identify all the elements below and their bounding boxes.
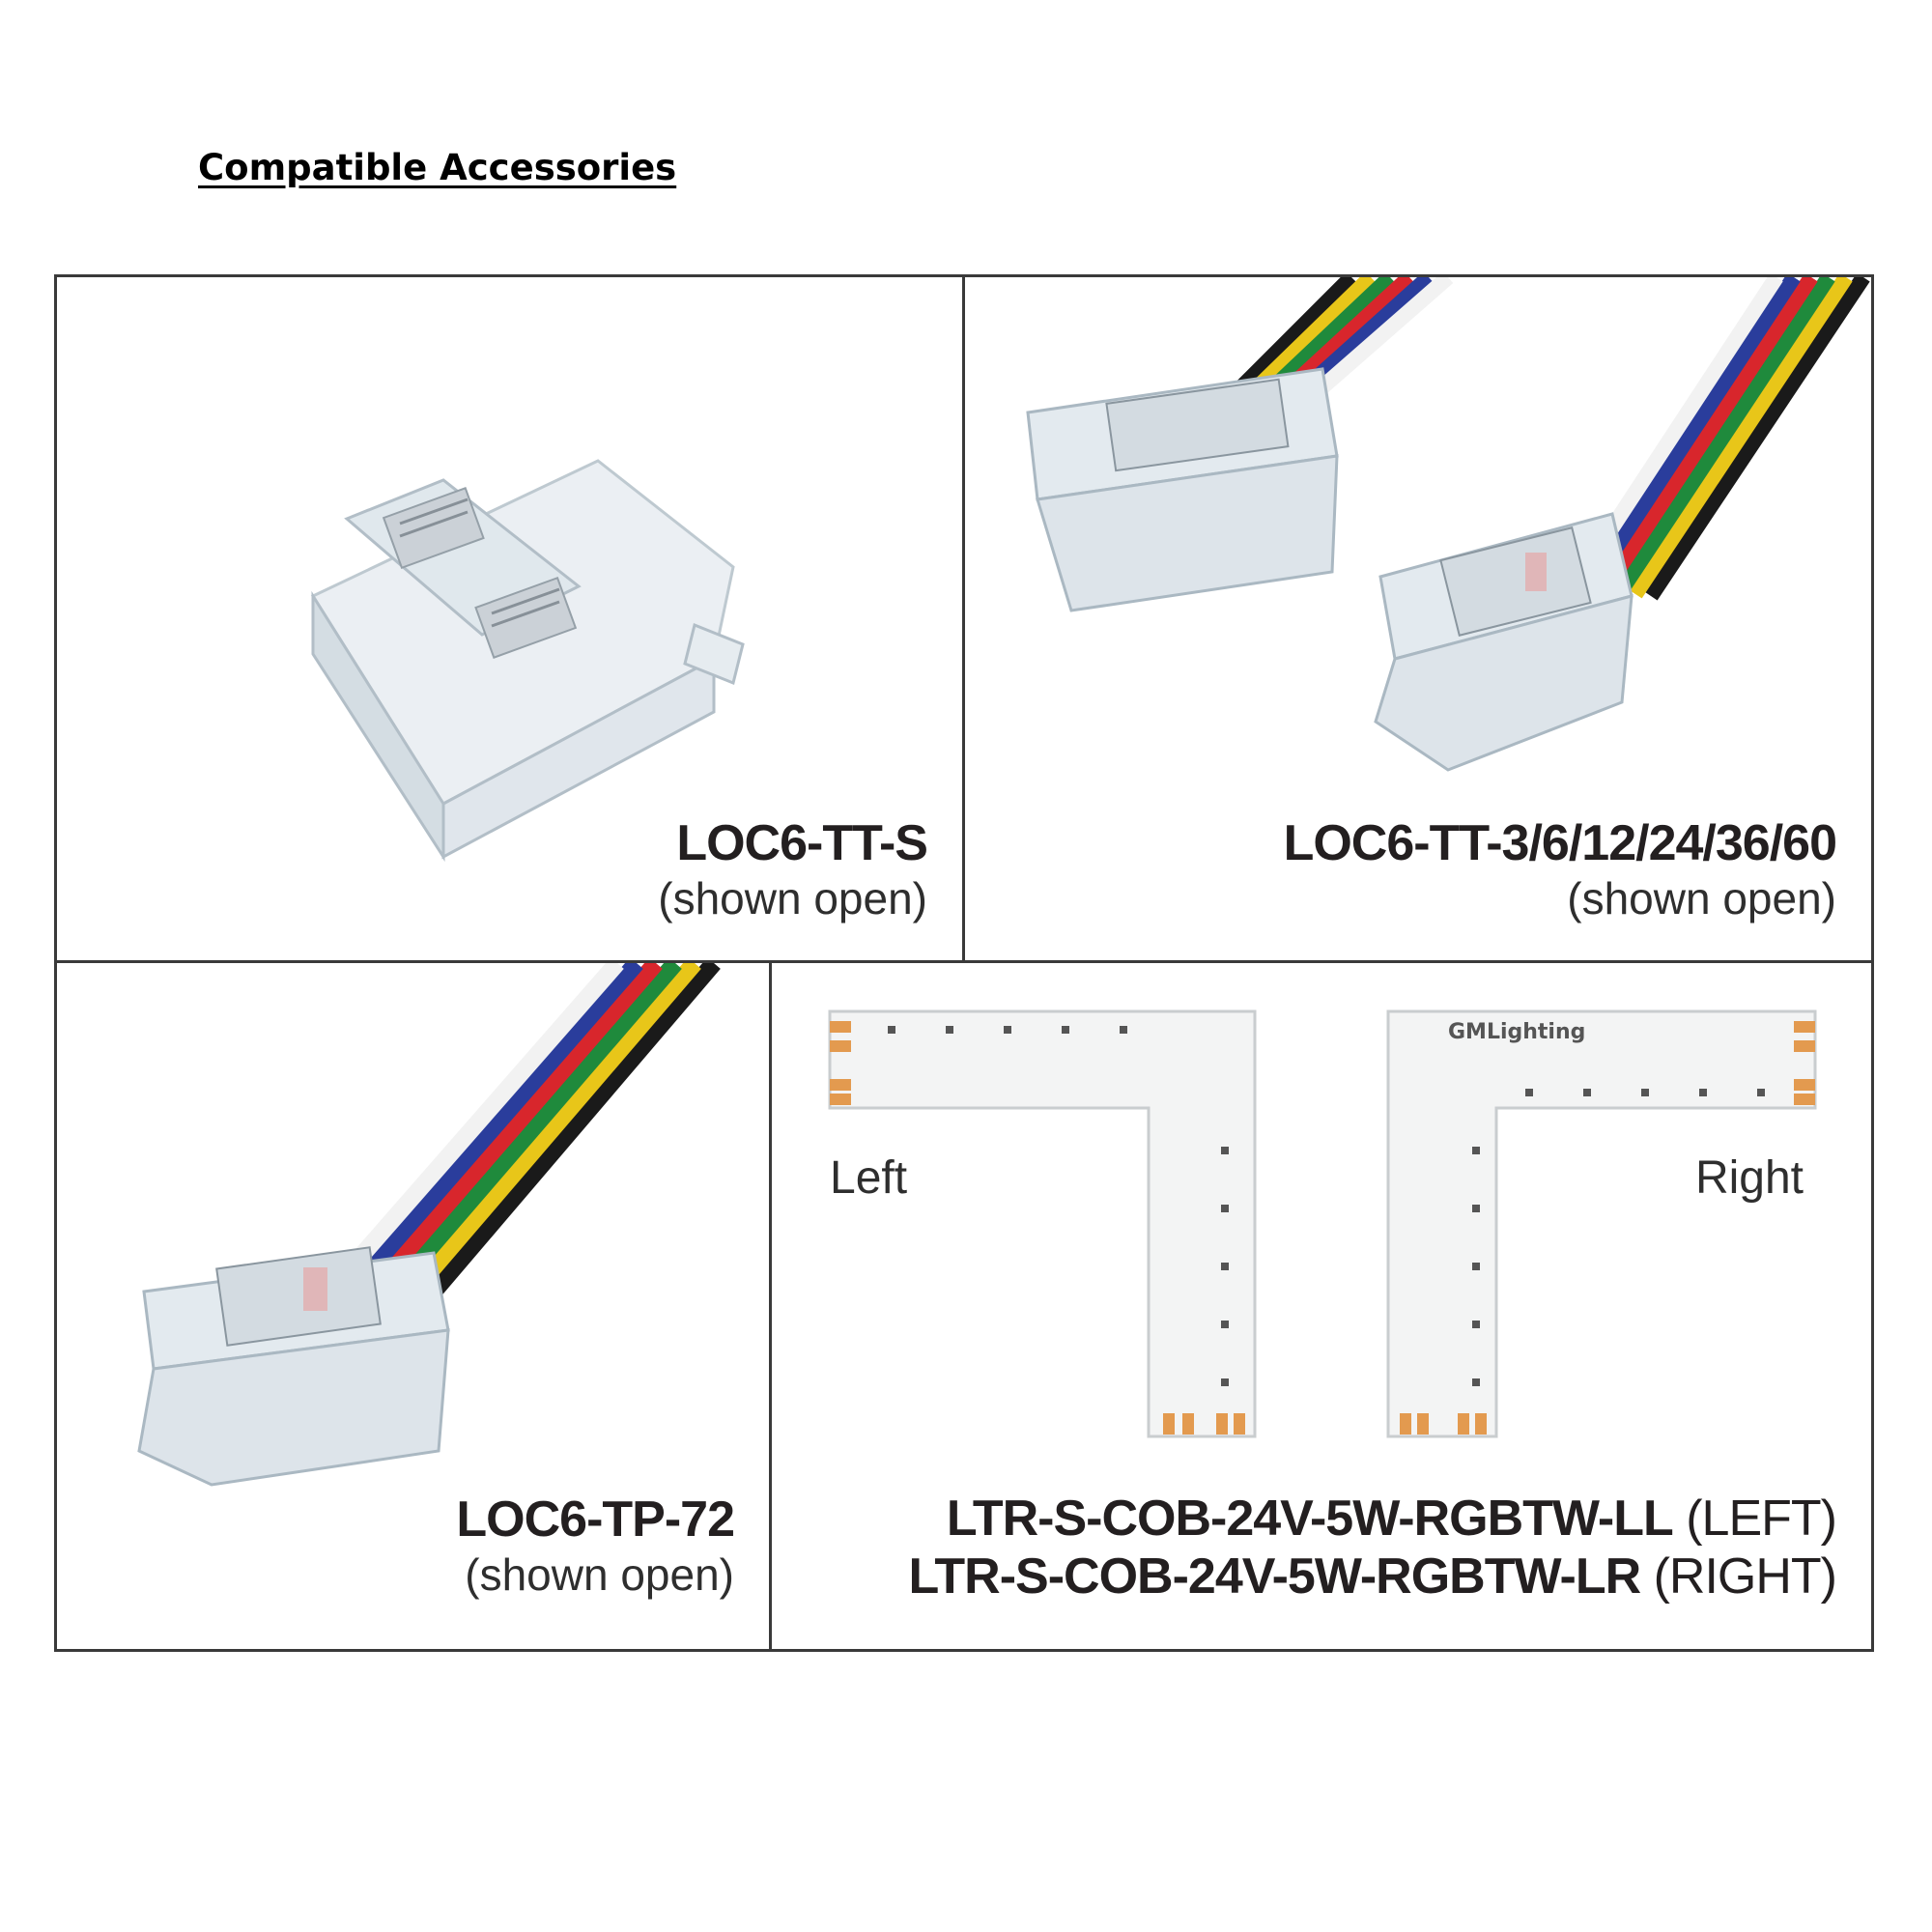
part-number: LOC6-TT-S [676, 815, 928, 871]
label-block: LTR-S-COB-24V-5W-RGBTW-LL (LEFT) LTR-S-C… [908, 1490, 1837, 1605]
side-suffix: (RIGHT) [1640, 1548, 1837, 1605]
right-l-pcb: GMLighting [1386, 1009, 1817, 1438]
part-number-right: LTR-S-COB-24V-5W-RGBTW-LR (RIGHT) [908, 1548, 1837, 1605]
part-number: LOC6-TT-3/6/12/24/36/60 [1283, 815, 1837, 871]
shown-open-note: (shown open) [1567, 873, 1836, 923]
accessories-grid: LOC6-TT-S (shown open) [54, 274, 1874, 1652]
part-number: LOC6-TP-72 [456, 1492, 735, 1548]
side-suffix: (LEFT) [1672, 1491, 1837, 1547]
panel-l-connectors: GMLighting Left Right LTR-S-COB-24V-5W-R… [772, 963, 1871, 1649]
connector-tp-image [137, 963, 721, 1487]
connector-s-image [310, 459, 745, 863]
panel-connector-s: LOC6-TT-S (shown open) [57, 277, 965, 963]
panel-connector-tp: LOC6-TP-72 (shown open) [57, 963, 772, 1649]
panel-connector-tt: LOC6-TT-3/6/12/24/36/60 (shown open) [965, 277, 1871, 963]
l-connector-image: GMLighting [828, 1009, 1817, 1438]
left-label: Left [830, 1152, 908, 1204]
page-heading: Compatible Accessories [198, 147, 677, 188]
label-block: LOC6-TT-S (shown open) [658, 814, 928, 924]
left-l-pcb [828, 1009, 1257, 1438]
label-block: LOC6-TT-3/6/12/24/36/60 (shown open) [1283, 814, 1837, 924]
brand-logo: GMLighting [1448, 1020, 1585, 1044]
connector-tt-image [1026, 277, 1870, 772]
shown-open-note: (shown open) [465, 1549, 734, 1600]
part-number-left: LTR-S-COB-24V-5W-RGBTW-LL (LEFT) [946, 1491, 1837, 1547]
shown-open-note: (shown open) [658, 873, 927, 923]
right-label: Right [1694, 1152, 1804, 1204]
label-block: LOC6-TP-72 (shown open) [456, 1491, 735, 1601]
